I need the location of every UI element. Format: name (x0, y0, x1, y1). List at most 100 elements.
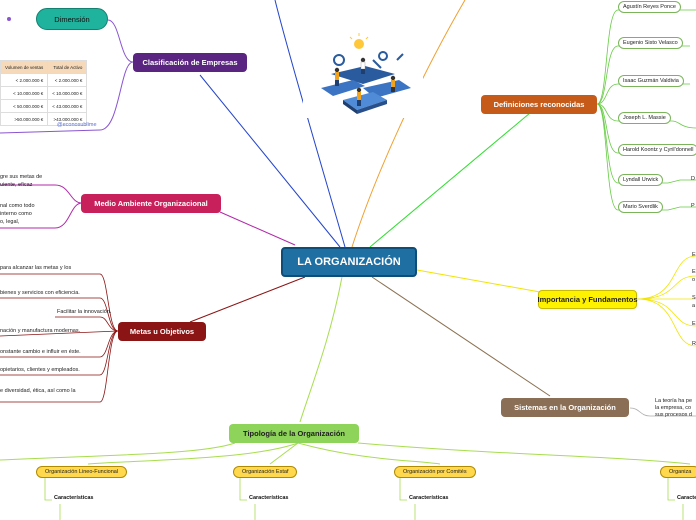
importancia-item[interactable]: R (692, 341, 696, 347)
puzzle-side-front (343, 100, 357, 114)
tipologia-item[interactable]: Organización por Comités (394, 466, 476, 478)
gear-icon (333, 54, 345, 66)
author-node[interactable]: Mario Sverdlik (618, 201, 663, 213)
importancia-item[interactable]: S (692, 295, 696, 301)
author-node[interactable]: Joseph L. Massie (618, 112, 671, 124)
branch-tipologia[interactable]: Tipología de la Organización (229, 424, 359, 443)
branch-clasificacion-empresas[interactable]: Clasificación de Empresas (133, 53, 247, 72)
connector-metas-2 (0, 297, 119, 332)
importancia-item[interactable]: E (692, 269, 696, 275)
person-4 (356, 87, 362, 106)
connector-carac-1 (44, 477, 52, 501)
table-row: < 10.000.000 € < 10.000.000 € (0, 86, 88, 100)
connector-imp-2 (636, 275, 696, 300)
caracteristicas-label[interactable]: Características (54, 495, 94, 501)
table-header: Volumen de ventas (0, 60, 49, 74)
person-2 (360, 57, 366, 74)
dimension-node[interactable]: Dimensión (36, 8, 108, 30)
connector-importancia (416, 269, 541, 293)
sistemas-text-line: la empresa, co (655, 405, 692, 411)
connector-sistemas (371, 276, 551, 397)
puzzle-side-front-2 (357, 100, 387, 114)
connector-metas-7 (0, 330, 119, 403)
company-size-table: Volumen de ventas Total de Activo < 2.00… (0, 60, 88, 126)
author-node[interactable]: Harold Koontz y Cyril'donnell (618, 144, 696, 156)
connector-metas-1 (0, 273, 119, 332)
connector-carac-3 (399, 477, 407, 501)
connector-definiciones (369, 112, 531, 248)
connector-imp-4 (636, 298, 696, 327)
branch-definiciones[interactable]: Definiciones reconocidas (481, 95, 597, 114)
puzzle-piece-left (321, 80, 365, 96)
illustration-teamwork (303, 30, 423, 118)
puzzle-piece-back (331, 66, 395, 84)
connector-clasificacion (199, 74, 341, 248)
connector-metas (189, 276, 306, 323)
medio-text-line: uiente, eficaz (0, 182, 33, 188)
author-tail-text: D (691, 176, 695, 182)
branch-sistemas[interactable]: Sistemas en la Organización (501, 398, 629, 417)
caracteristicas-label[interactable]: Características (409, 495, 449, 501)
importancia-item[interactable]: E (692, 252, 696, 258)
sistemas-text-line: sus procesos d (655, 412, 692, 418)
author-node[interactable]: Isaac Guzmán Valdivia (618, 75, 684, 87)
medio-text-line: o, legal, (0, 219, 20, 225)
connector-sistemas-text (629, 407, 696, 417)
metas-item[interactable]: para alcanzar las metas y los (0, 265, 72, 271)
table-cell: >43.000.000 € (47, 112, 88, 126)
puzzle-people-illustration (321, 33, 411, 114)
author-node[interactable]: Lyndall Urwick (618, 174, 664, 186)
table-row: < 50.000.000 € < 43.000.000 € (0, 99, 88, 113)
gear-icon-2 (378, 51, 388, 61)
dimension-dot (7, 17, 11, 21)
table-cell: < 2.000.000 € (0, 73, 49, 87)
branch-metas-objetivos[interactable]: Metas u Objetivos (118, 322, 206, 341)
connector-tipo-4 (357, 442, 691, 465)
metas-item[interactable]: bienes y servicios con eficiencia. (0, 290, 80, 296)
caracteristicas-label[interactable]: Características (677, 495, 696, 501)
branch-importancia[interactable]: Importancia y Fundamentos (537, 290, 638, 309)
author-node[interactable]: Eugenio Sisto Velasco (618, 37, 683, 49)
branch-medio-ambiente[interactable]: Medio Ambiente Organizacional (81, 194, 221, 213)
tipologia-item[interactable]: Organización Lineo-Funcional (36, 466, 128, 478)
medio-text-line: nal como todo (0, 203, 35, 209)
connector-author-2 (596, 45, 690, 105)
tipologia-item[interactable]: Organización Estaf (233, 466, 298, 478)
caracteristicas-label[interactable]: Características (249, 495, 289, 501)
table-row: < 2.000.000 € < 2.000.000 € (0, 73, 88, 87)
connector-carac-2 (239, 477, 247, 501)
table-cell: < 10.000.000 € (47, 86, 88, 100)
connector-medio (219, 211, 296, 246)
connector-table (0, 61, 134, 134)
author-node[interactable]: Agustín Reyes Ponce (618, 1, 681, 13)
connector-author-5 (596, 103, 696, 154)
person-1 (334, 67, 340, 86)
metas-item[interactable]: onstante cambio e influir en éste. (0, 349, 81, 355)
metas-item[interactable]: e diversidad, ética, así como la (0, 388, 76, 394)
metas-item[interactable]: Facilitar la innovación. (57, 309, 112, 315)
medio-text-line: gre sus metas de (0, 174, 43, 180)
wrench-icon (372, 59, 382, 69)
connector-metas-4 (0, 330, 119, 337)
importancia-item[interactable]: E (692, 321, 696, 327)
connector-medio-1 (0, 184, 83, 204)
importancia-item[interactable]: o (692, 277, 696, 283)
author-tail-text: P (691, 203, 695, 209)
connector-carac-4 (667, 477, 675, 501)
connector-tipo-2 (269, 442, 299, 465)
connector-author-3 (596, 83, 690, 105)
puzzle-piece-front (343, 92, 387, 110)
connector-tipo-3 (297, 442, 441, 465)
table-header: Total de Activo (47, 60, 88, 74)
tipologia-item[interactable]: Organiza (660, 466, 696, 478)
metas-item[interactable]: opietarios, clientes y empleados. (0, 367, 80, 373)
central-topic[interactable]: LA ORGANIZACIÓN (281, 247, 417, 277)
metas-item[interactable]: nación y manufactura modernas. (0, 328, 81, 334)
tool-icon (396, 53, 404, 61)
connector-imp-5 (636, 298, 696, 347)
connector-metas-3 (55, 316, 119, 332)
connector-tipologia (299, 276, 343, 423)
connector-author-1 (596, 9, 696, 105)
importancia-item[interactable]: a (692, 303, 696, 309)
